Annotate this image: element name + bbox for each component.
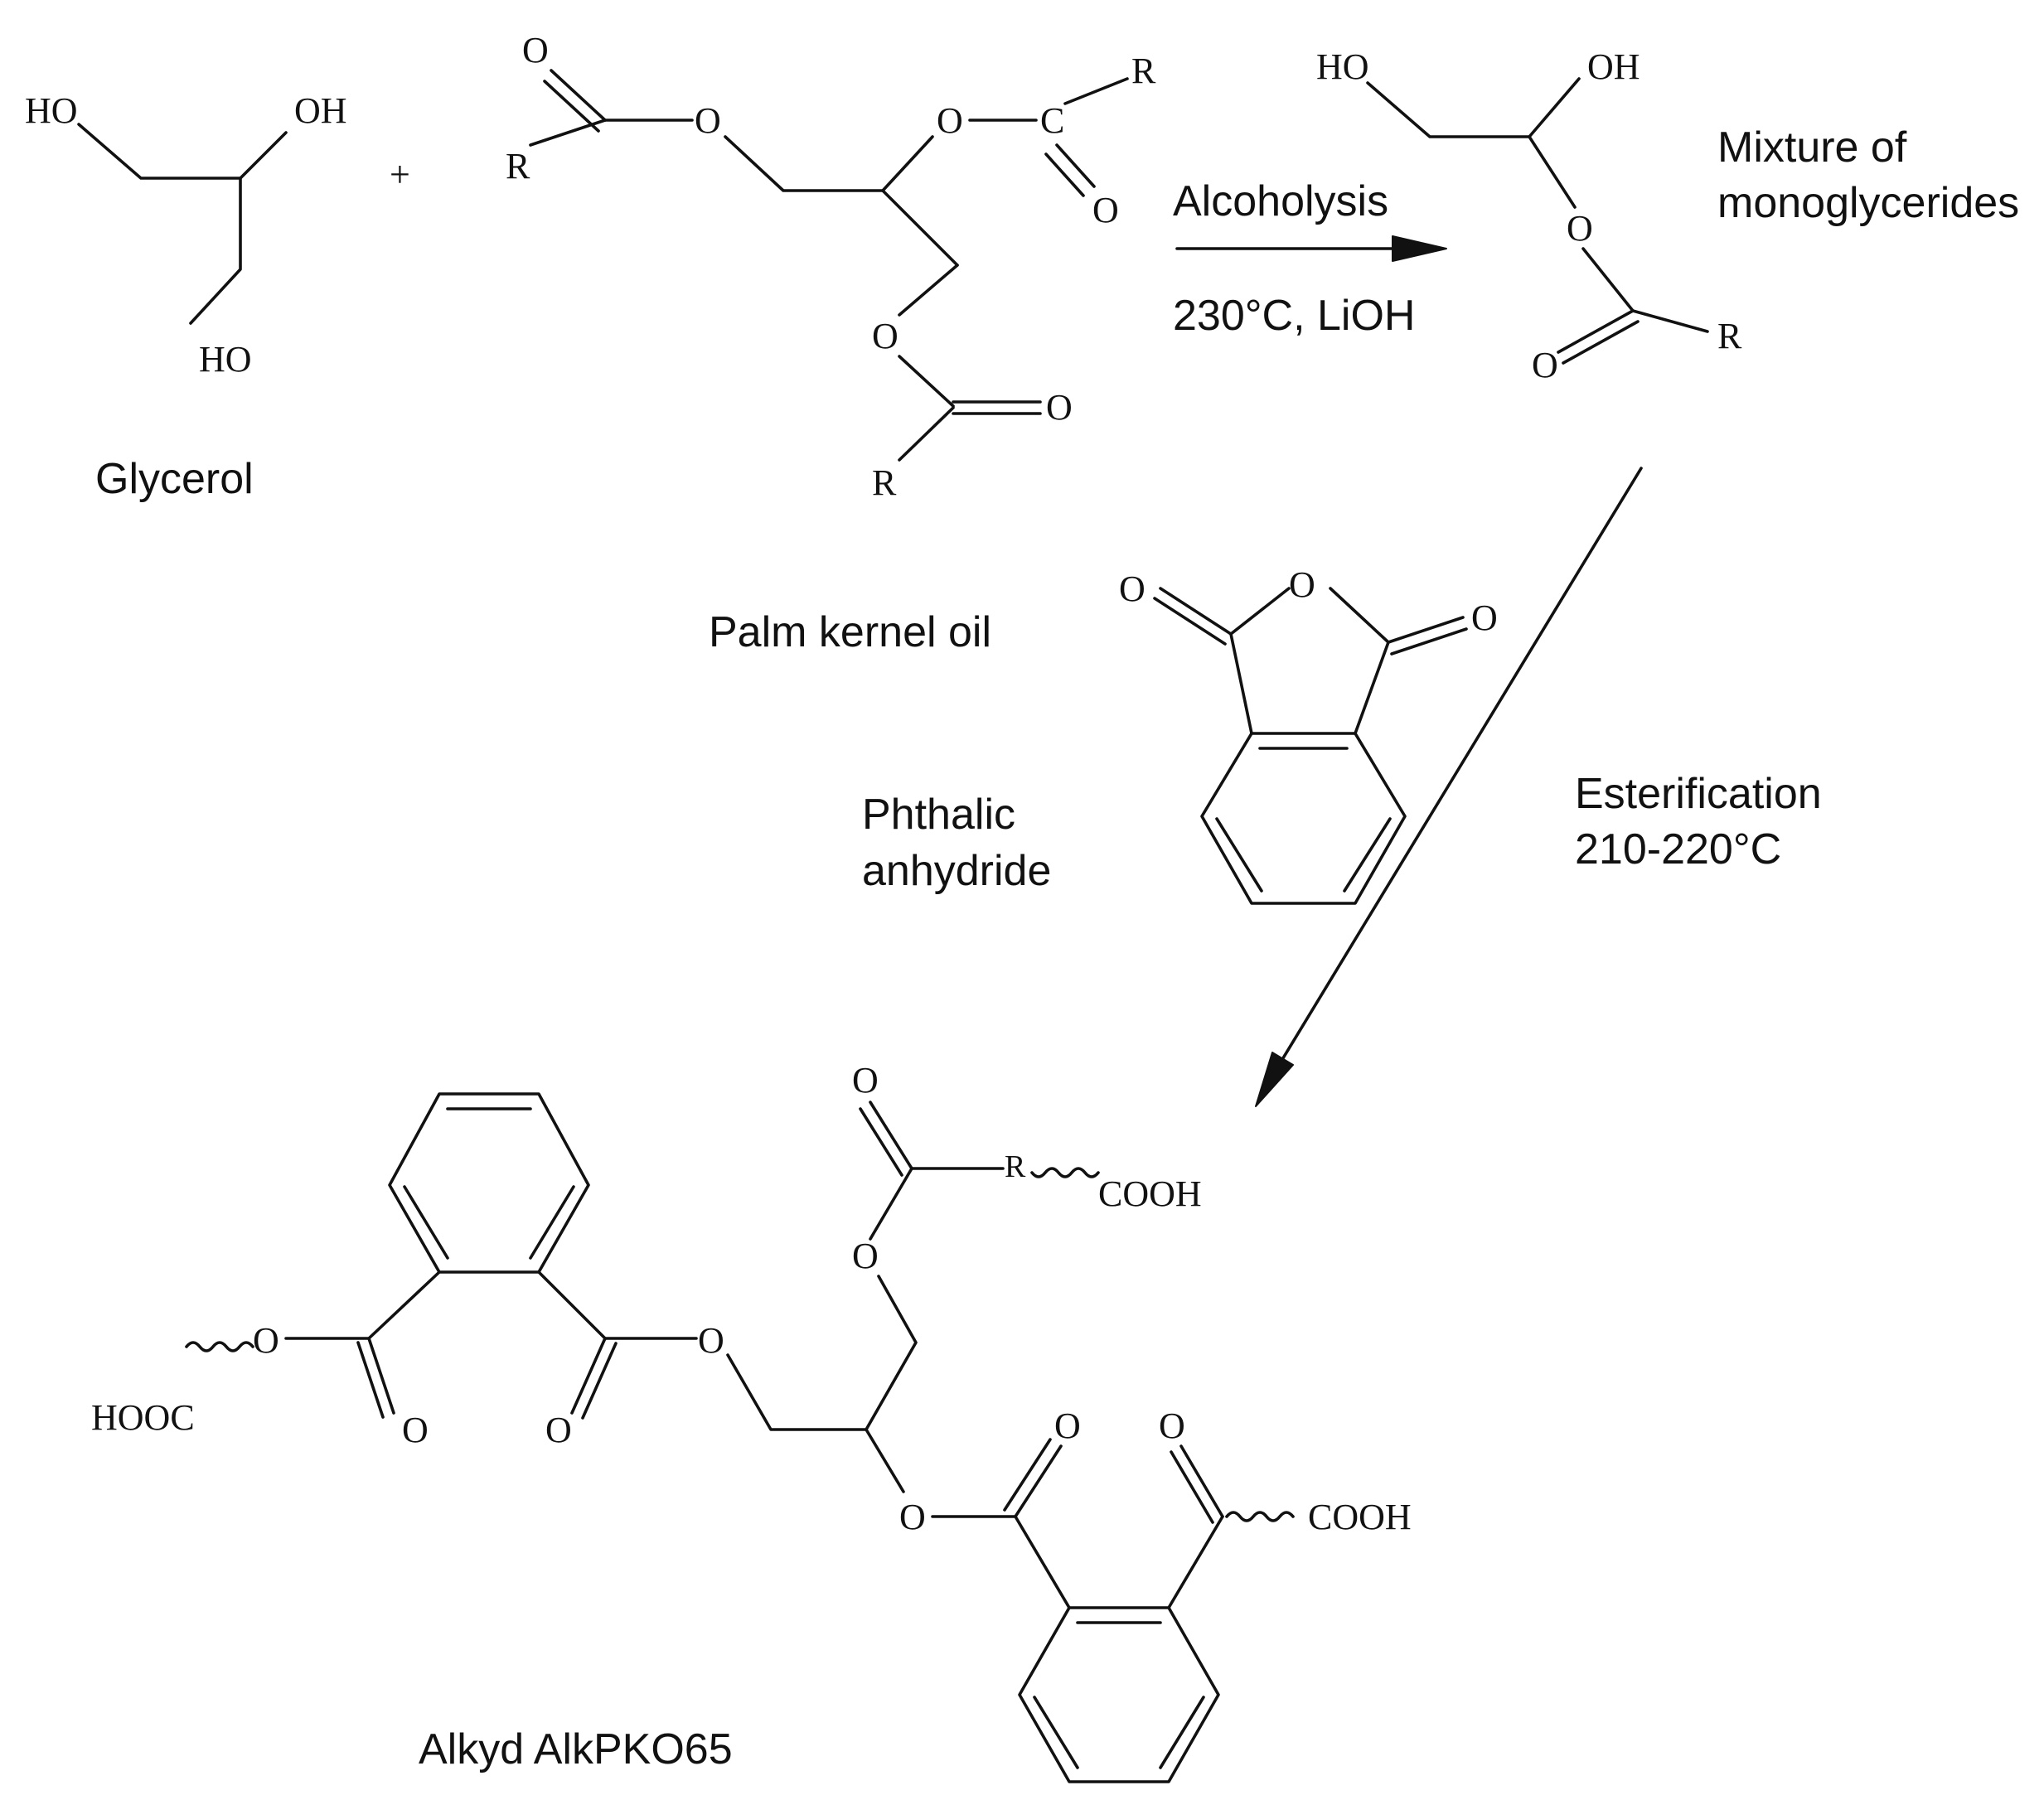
- glycerol-ho-top: HO: [25, 90, 78, 131]
- alkyd-o-carbonyl-4: O: [1054, 1406, 1081, 1446]
- pa-o-left: O: [1119, 568, 1146, 609]
- alkyd-o-carbonyl-1: O: [402, 1410, 429, 1450]
- mono-ho: HO: [1316, 46, 1369, 87]
- pko-o-carbonyl-left: O: [522, 30, 549, 70]
- alkyd-o-ester-2: O: [698, 1320, 724, 1361]
- pko-r-left: R: [506, 146, 530, 186]
- mono-o-carbonyl: O: [1532, 345, 1558, 385]
- alcoholysis-conditions: 230°C, LiOH: [1173, 292, 1415, 340]
- palm-kernel-oil-structure: R O O O C R O O O R: [506, 30, 1156, 503]
- palm-kernel-oil-label: Palm kernel oil: [709, 608, 991, 656]
- alkyd-r: R: [1005, 1149, 1026, 1184]
- alcoholysis-label: Alcoholysis: [1173, 177, 1388, 225]
- alkyd-o-carbonyl-2: O: [545, 1410, 572, 1450]
- alkyd-cooh-top: COOH: [1098, 1173, 1202, 1214]
- alkyd-label: Alkyd AlkPKO65: [419, 1725, 733, 1773]
- pko-r-bottom: R: [872, 462, 897, 503]
- alcoholysis-arrow: [1175, 235, 1447, 262]
- phthalic-anhydride-label-line1: Phthalic: [862, 791, 1015, 839]
- pa-o-right: O: [1471, 598, 1498, 638]
- alkyd-o-carbonyl-5: O: [1159, 1406, 1185, 1446]
- pko-o-ester-top: O: [937, 100, 963, 141]
- alkyd-o-ester-3: O: [852, 1236, 879, 1276]
- mono-oh: OH: [1587, 46, 1640, 87]
- pko-r-right: R: [1131, 51, 1156, 91]
- phthalic-anhydride-label-line2: anhydride: [862, 847, 1051, 895]
- monoglycerides-label-line2: monoglycerides: [1717, 179, 2019, 227]
- alkyd-o-ester-4: O: [899, 1497, 926, 1537]
- esterification-label: Esterification: [1575, 770, 1822, 818]
- pko-o-ester-bottom: O: [872, 316, 898, 356]
- pko-o-carbonyl-bottom: O: [1046, 387, 1073, 428]
- esterification-conditions: 210-220°C: [1575, 825, 1781, 873]
- pa-o-ring: O: [1289, 564, 1315, 605]
- esterification-arrow: [1255, 467, 1643, 1107]
- monoglycerides-label-line1: Mixture of: [1717, 123, 1907, 172]
- pko-c-right: C: [1040, 100, 1064, 141]
- glycerol-label: Glycerol: [95, 455, 254, 503]
- glycerol-ho-bottom: HO: [199, 339, 252, 380]
- alkyd-cooh-right: COOH: [1308, 1497, 1412, 1537]
- glycerol-oh: OH: [294, 90, 347, 131]
- alkyd-hooc: HOOC: [91, 1397, 195, 1438]
- alkyd-structure: O O HOOC O O O O R COOH O O: [91, 1060, 1412, 1783]
- pko-o-ester-left: O: [695, 100, 721, 141]
- mono-r: R: [1717, 316, 1742, 356]
- alkyd-o-ester-1: O: [253, 1320, 279, 1361]
- plus-sign: +: [390, 154, 410, 195]
- mono-o-ester: O: [1567, 208, 1593, 249]
- monoglyceride-structure: HO OH O R O: [1316, 46, 1742, 385]
- glycerol-structure: HO OH HO: [25, 90, 347, 380]
- alkyd-o-carbonyl-3: O: [852, 1060, 879, 1101]
- pko-o-carbonyl-right: O: [1092, 190, 1119, 230]
- phthalic-anhydride-structure: O O O: [1119, 564, 1498, 905]
